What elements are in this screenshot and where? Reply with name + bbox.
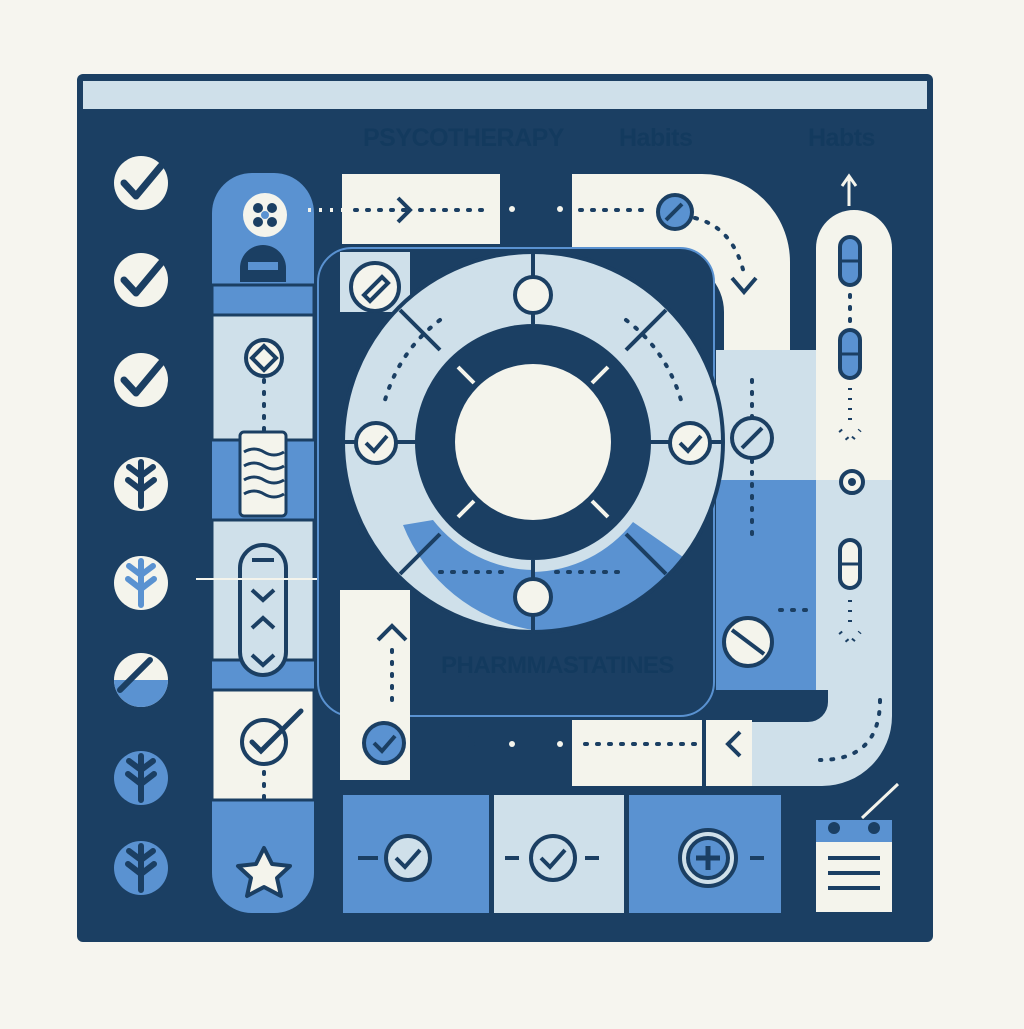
capsule-icon (238, 543, 288, 677)
tag-icon (349, 261, 401, 313)
half-leaf-icon (114, 653, 168, 707)
check-circle-icon (362, 721, 406, 765)
check-circle-icon (114, 353, 168, 407)
column-label-habits: Habits (619, 124, 693, 152)
plus-circle-icon (678, 828, 738, 888)
left-track (196, 173, 336, 913)
diamond-circle-icon (244, 338, 284, 378)
leaf-icon (114, 841, 168, 895)
window-title-bar (83, 81, 927, 109)
check-circle-icon (240, 708, 304, 766)
slash-circle-icon (730, 416, 774, 460)
pill-icon (838, 328, 862, 380)
waves-icon (238, 430, 288, 518)
progress-ring (341, 250, 725, 634)
check-circle-icon (529, 834, 577, 882)
right-track (816, 173, 892, 690)
center-label: PHARMMASTATINES (441, 652, 674, 679)
leaf-icon (114, 457, 168, 511)
bottom-right-curve (752, 676, 892, 786)
bottom-row (362, 623, 752, 786)
column-label-habts: Habts (808, 124, 875, 152)
star-icon (236, 846, 292, 898)
leaf-icon (114, 751, 168, 805)
column-label-psychotherapy: PSYCOTHERAPY (363, 124, 564, 152)
check-circle-icon (114, 253, 168, 307)
check-circle-icon (354, 421, 398, 465)
pill-icon (838, 235, 862, 287)
side-rail (114, 156, 168, 895)
bottom-tiles (343, 795, 781, 913)
top-row (308, 174, 790, 352)
calendar-icon (816, 782, 900, 912)
block-icon (722, 616, 774, 668)
check-circle-icon (384, 834, 432, 882)
check-circle-icon (668, 421, 712, 465)
cabinet-icon (240, 245, 286, 282)
leaf-icon (114, 556, 168, 610)
flower-icon (243, 193, 287, 237)
pill-icon (838, 538, 862, 590)
check-circle-icon (114, 156, 168, 210)
